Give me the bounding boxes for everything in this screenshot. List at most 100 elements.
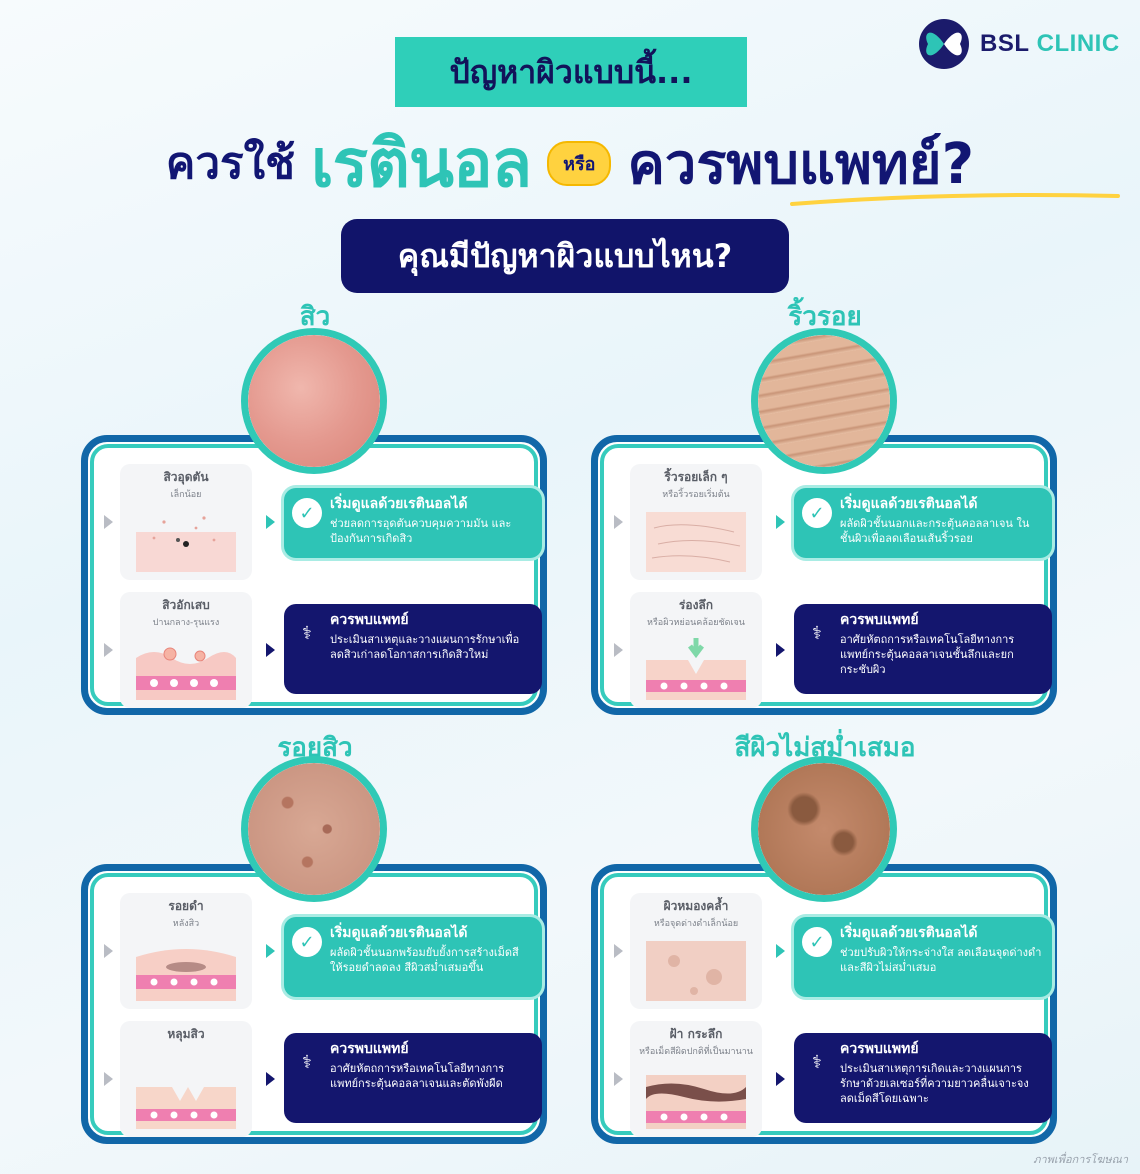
card-retinol-ok: ✓ เริ่มดูแลด้วยเรตินอลได้ ช่วยปรับผิวให้… [794,917,1052,997]
arrow-right-icon [776,944,785,958]
card-title: เริ่มดูแลด้วยเรตินอลได้ [330,496,468,512]
card-retinol-ok: ✓ เริ่มดูแลด้วยเรตินอลได้ ผลัดผิวชั้นนอก… [794,488,1052,558]
photo-uneven-tone [751,756,897,902]
thumb-dull-skin: ผิวหมองคล้ำ หรือจุดด่างดำเล็กน้อย [630,893,762,1009]
thumb-title: ฝ้า กระลึก [669,1027,723,1041]
card-body: ช่วยลดการอุดตันควบคุมความมัน และป้องกันก… [330,517,512,545]
arrow-right-icon [776,1072,785,1086]
photo-acne [241,328,387,474]
doctor-icon: ⚕ [302,1051,312,1073]
thumb-subtitle: หรือริ้วรอยเริ่มต้น [662,490,730,500]
card-see-doctor: ⚕ ควรพบแพทย์ ประเมินสาเหตุการเกิดและวางแ… [794,1033,1052,1123]
card-title: เริ่มดูแลด้วยเรตินอลได้ [330,925,468,941]
card-title: ควรพบแพทย์ [840,612,919,628]
thumb-dark-marks: รอยดำ หลังสิว [120,893,252,1009]
card-body: อาศัยหัตถการหรือเทคโนโลยีทางการแพทย์กระต… [840,633,1015,676]
thumb-melasma: ฝ้า กระลึก หรือเม็ดสีผิดปกติที่เป็นมานาน [630,1021,762,1137]
arrow-right-icon [104,1072,113,1086]
card-body: ผลัดผิวชั้นนอกพร้อมยับยั้งการสร้างเม็ดสี… [330,946,519,974]
card-body: ประเมินสาเหตุและวางแผนการรักษาเพื่อลดสิว… [330,633,520,661]
footnote: ภาพเพื่อการโฆษณา [1033,1153,1128,1166]
headline-kicker: ปัญหาผิวแบบนี้... [395,37,747,107]
thumb-title: สิวอักเสบ [162,598,210,612]
question-banner: คุณมีปัญหาผิวแบบไหน? [341,219,789,293]
thumb-wrinkles-deep: ร่องลึก หรือผิวหย่อนคล้อยชัดเจน [630,592,762,708]
check-icon: ✓ [292,927,322,957]
doctor-icon: ⚕ [302,622,312,644]
thumb-subtitle: หรือผิวหย่อนคล้อยชัดเจน [647,618,745,628]
dark-marks-illustration [136,949,236,1001]
photo-wrinkles [751,328,897,474]
row-dull-skin: ผิวหมองคล้ำ หรือจุดด่างดำเล็กน้อย ✓ เริ่… [604,891,1052,1011]
butterfly-logo-icon [919,19,969,69]
headline: ควรใช้ เรตินอล หรือ ควรพบแพทย์? [0,118,1140,208]
panel-acne-marks: รอยดำ หลังสิว ✓ เริ่มดูแลด้วยเรตินอลได้ … [81,864,547,1144]
doctor-icon: ⚕ [812,1051,822,1073]
thumb-title: ผิวหมองคล้ำ [663,899,729,913]
card-see-doctor: ⚕ ควรพบแพทย์ อาศัยหัตถการหรือเทคโนโลยีทา… [284,1033,542,1123]
card-see-doctor: ⚕ ควรพบแพทย์ ประเมินสาเหตุและวางแผนการรั… [284,604,542,694]
check-icon: ✓ [292,498,322,528]
swoosh-decoration [790,193,1120,206]
arrow-right-icon [614,944,623,958]
thumb-subtitle: หรือเม็ดสีผิดปกติที่เป็นมานาน [639,1047,753,1057]
card-body: อาศัยหัตถการหรือเทคโนโลยีทางการแพทย์กระต… [330,1062,505,1090]
arrow-right-icon [104,515,113,529]
row-acne-inflamed: สิวอักเสบ ปานกลาง-รุนแรง ⚕ ควรพบแพทย์ ปร… [94,590,542,710]
check-icon: ✓ [802,498,832,528]
fine-lines-illustration [646,512,746,572]
arrow-right-icon [614,515,623,529]
card-title: ควรพบแพทย์ [330,612,409,628]
headline-retinol: เรตินอล [311,124,532,202]
arrow-right-icon [266,515,275,529]
thumb-title: รอยดำ [168,899,204,913]
row-wrinkles-deep: ร่องลึก หรือผิวหย่อนคล้อยชัดเจน ⚕ ควรพบแ… [604,590,1052,710]
arrow-right-icon [104,643,113,657]
thumb-acne-scars: หลุมสิว [120,1021,252,1137]
acne-scar-illustration [136,1087,236,1129]
thumb-subtitle: หรือจุดด่างดำเล็กน้อย [653,919,739,929]
headline-or-badge: หรือ [547,140,612,186]
card-title: เริ่มดูแลด้วยเรตินอลได้ [840,925,978,941]
thumb-title: ริ้วรอยเล็ก ๆ [664,470,728,484]
card-title: ควรพบแพทย์ [840,1041,919,1057]
arrow-right-icon [614,1072,623,1086]
row-dark-marks: รอยดำ หลังสิว ✓ เริ่มดูแลด้วยเรตินอลได้ … [94,891,542,1011]
thumb-title: ร่องลึก [678,598,714,612]
thumb-wrinkles-fine: ริ้วรอยเล็ก ๆ หรือริ้วรอยเริ่มต้น [630,464,762,580]
row-acne-scars: หลุมสิว ⚕ ควรพบแพทย์ อาศัยหัตถการหรือเทค… [94,1019,542,1139]
brand-logo: BSL CLINIC [918,18,1120,70]
section-title-acne: สิว [299,302,331,332]
panel-acne: สิวอุดตัน เล็กน้อย ✓ เริ่มดูแลด้วยเรตินอ… [81,435,547,715]
card-body: ผลัดผิวชั้นนอกและกระตุ้นคอลลาเจน ในชั้นผ… [840,517,1030,545]
panel-uneven-tone: ผิวหมองคล้ำ หรือจุดด่างดำเล็กน้อย ✓ เริ่… [591,864,1057,1144]
clogged-pore-illustration [136,516,236,572]
row-melasma: ฝ้า กระลึก หรือเม็ดสีผิดปกติที่เป็นมานาน… [604,1019,1052,1139]
card-retinol-ok: ✓ เริ่มดูแลด้วยเรตินอลได้ ผลัดผิวชั้นนอก… [284,917,542,997]
melasma-illustration [646,1075,746,1129]
photo-acne-marks [241,756,387,902]
dull-skin-illustration [646,941,746,1001]
check-icon: ✓ [802,927,832,957]
arrow-right-icon [104,944,113,958]
headline-doctor: ควรพบแพทย์? [627,131,975,197]
thumb-title: หลุมสิว [167,1027,205,1041]
card-retinol-ok: ✓ เริ่มดูแลด้วยเรตินอลได้ ช่วยลดการอุดตั… [284,488,542,558]
deep-wrinkle-illustration [646,638,746,700]
thumb-subtitle: หลังสิว [172,919,200,929]
arrow-right-icon [776,643,785,657]
section-title-wrinkles: ริ้วรอย [788,302,862,332]
arrow-right-icon [776,515,785,529]
arrow-right-icon [266,1072,275,1086]
card-title: ควรพบแพทย์ [330,1041,409,1057]
card-title: เริ่มดูแลด้วยเรตินอลได้ [840,496,978,512]
doctor-icon: ⚕ [812,622,822,644]
thumb-acne-mild: สิวอุดตัน เล็กน้อย [120,464,252,580]
arrow-right-icon [614,643,623,657]
row-acne-mild: สิวอุดตัน เล็กน้อย ✓ เริ่มดูแลด้วยเรตินอ… [94,462,542,582]
card-body: ช่วยปรับผิวให้กระจ่างใส ลดเลือนจุดด่างดำ… [840,946,1042,974]
thumb-acne-inflamed: สิวอักเสบ ปานกลาง-รุนแรง [120,592,252,708]
arrow-right-icon [266,643,275,657]
arrow-right-icon [266,944,275,958]
card-body: ประเมินสาเหตุการเกิดและวางแผนการรักษาด้ว… [840,1062,1029,1105]
